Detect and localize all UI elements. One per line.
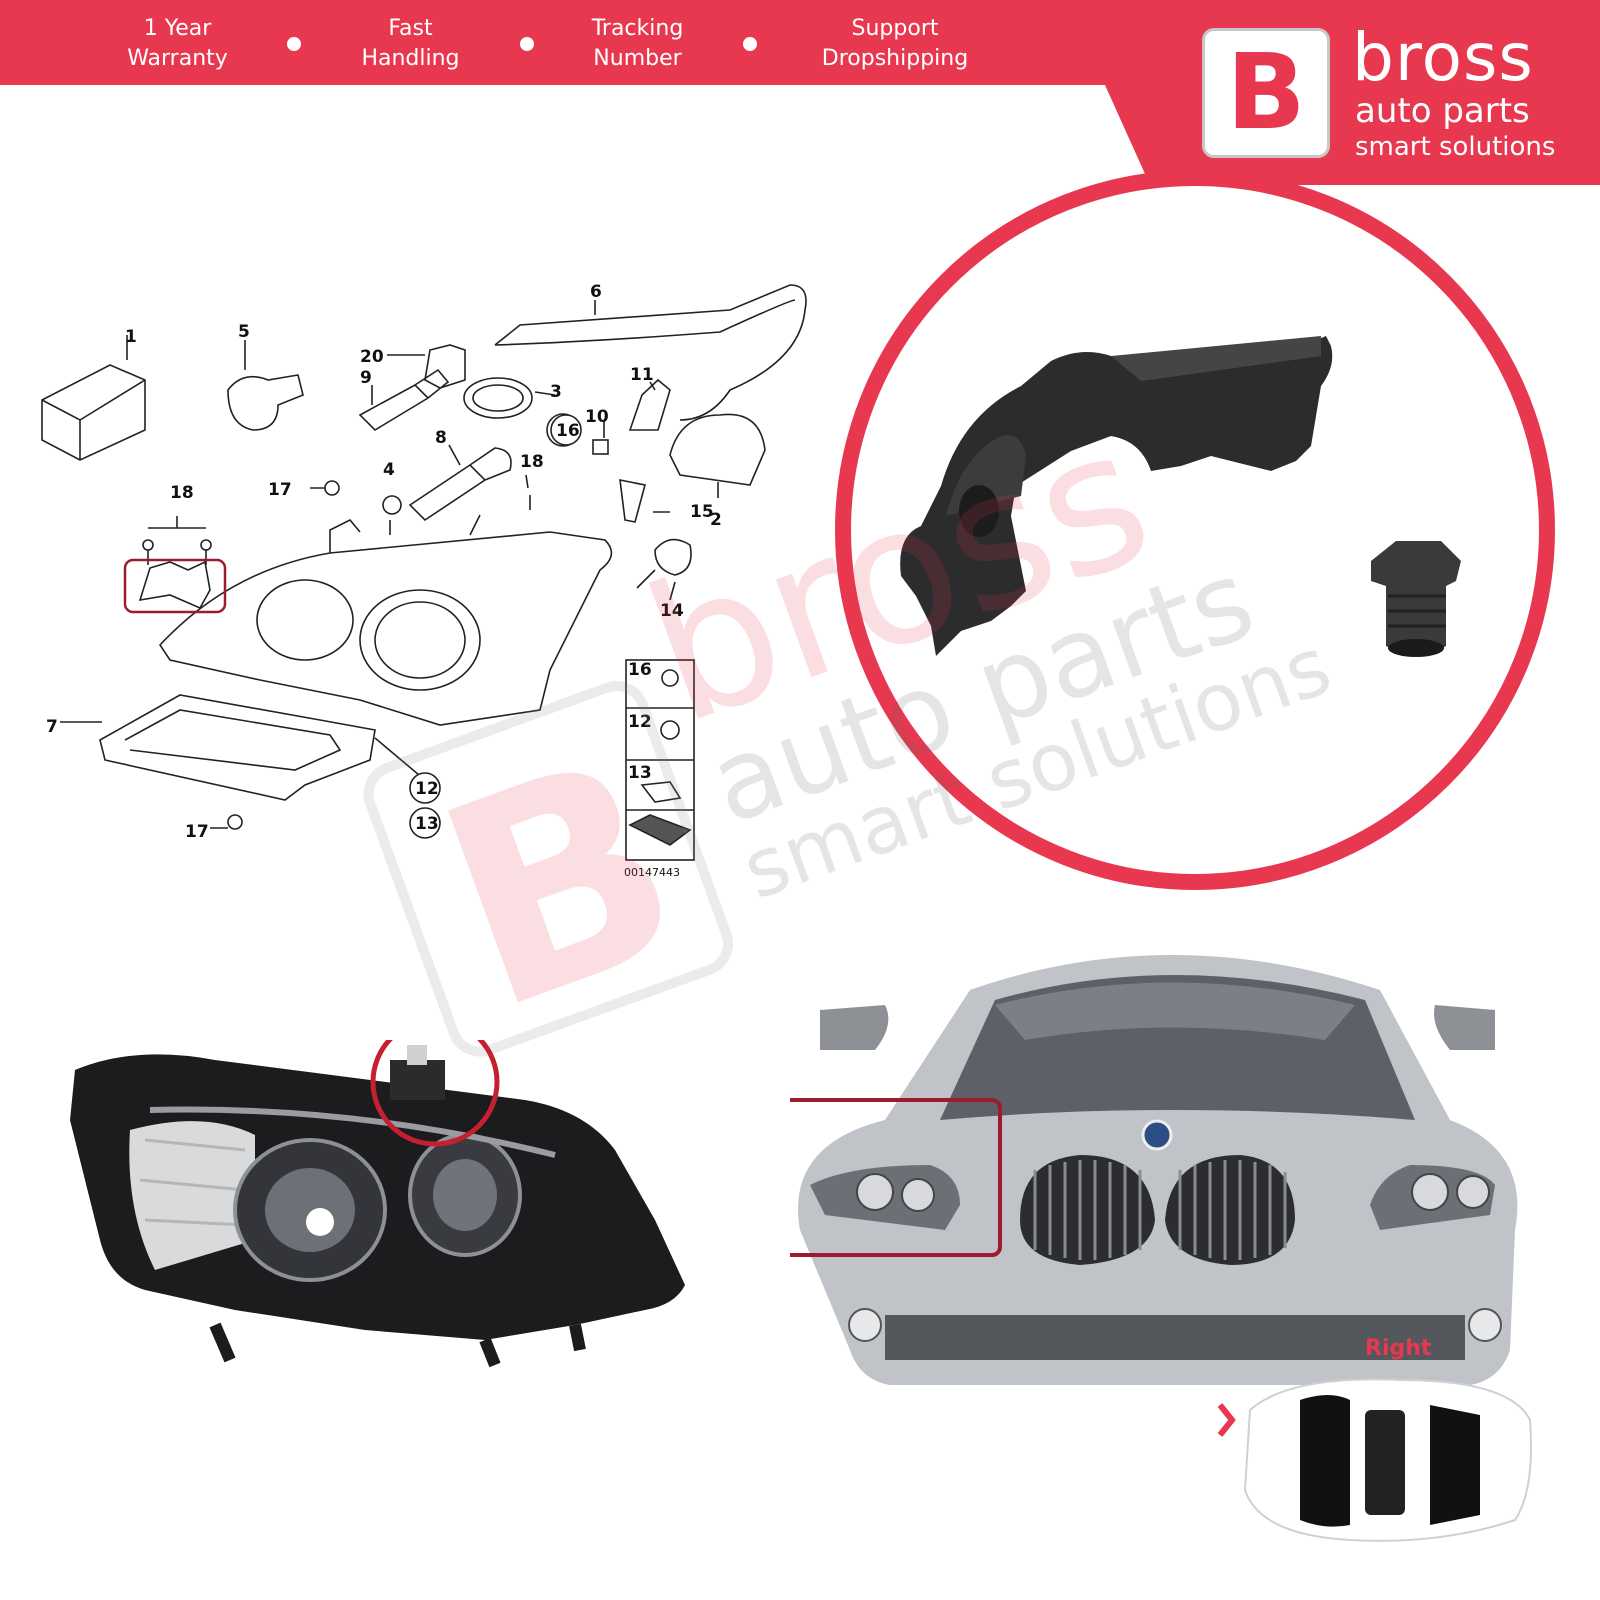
frame-icon (99, 694, 376, 801)
bulb-holder-icon (628, 378, 671, 431)
feature-dropshipping-line2: Dropshipping (821, 46, 969, 71)
part-number-18: 18 (170, 483, 194, 503)
part-number-6: 6 (590, 282, 602, 302)
side-label-right: Right (1365, 1336, 1432, 1361)
cap-icon (669, 413, 766, 486)
part-number-17: 17 (185, 822, 209, 842)
headlamp-housing-icon (158, 531, 613, 726)
part-number-12: 12 (415, 779, 439, 799)
adjuster-icon (636, 538, 692, 589)
feature-tracking-line1: Tracking (591, 16, 684, 41)
part-number-18: 18 (520, 452, 544, 472)
seal-strip-icon (494, 284, 807, 421)
product-highlight-circle (835, 170, 1555, 890)
feature-handling-line1: Fast (388, 16, 433, 41)
brand-name: bross (1352, 19, 1534, 96)
feature-separator (520, 37, 534, 51)
part-number-9: 9 (360, 368, 372, 388)
part-number-15: 15 (690, 502, 714, 522)
feature-separator (743, 37, 757, 51)
part-box-icon (41, 364, 146, 461)
car-top-view-icon (1243, 1378, 1532, 1542)
part-number-7: 7 (46, 717, 58, 737)
part-18-highlight (123, 558, 227, 614)
feature-warranty: 1 Year Warranty (110, 14, 245, 74)
part-number-20: 20 (360, 347, 384, 367)
bracket-icon (619, 478, 646, 523)
feature-separator (287, 37, 301, 51)
headlight-highlight (790, 1098, 1002, 1257)
feature-dropshipping: Support Dropshipping (805, 14, 985, 74)
bulb-socket-icon (227, 374, 304, 431)
mount-point-highlight (370, 1040, 500, 1147)
grommet-nut-icon (1371, 541, 1461, 655)
feature-warranty-line1: 1 Year (143, 16, 212, 41)
top-banner (0, 0, 1600, 185)
parts-diagram: 123456789101112131415161717181820161213 … (41, 282, 807, 879)
feature-tracking: Tracking Number (570, 14, 705, 74)
part-number-5: 5 (238, 322, 250, 342)
small-bulb-icon (592, 439, 609, 455)
legend-number-16: 16 (628, 660, 652, 680)
part-number-14: 14 (660, 601, 684, 621)
ring-icon (463, 377, 533, 419)
brand-logo-letter: B (1226, 31, 1306, 153)
part-number-4: 4 (383, 460, 395, 480)
legend-number-13: 13 (628, 763, 652, 783)
right-side-arrow-icon (1217, 1403, 1236, 1437)
headlamp-bracket-icon (900, 336, 1333, 656)
xenon-bulb-icon (408, 447, 512, 522)
clip-icon (424, 344, 466, 389)
car-photo: Right (790, 955, 1532, 1542)
part-number-17: 17 (268, 480, 292, 500)
part-number-3: 3 (550, 382, 562, 402)
brand-subtitle: auto parts (1355, 91, 1530, 131)
part-number-2: 2 (710, 510, 722, 530)
part-number-1: 1 (125, 327, 137, 347)
product-image (900, 336, 1461, 657)
nut-icon (382, 495, 402, 515)
part-number-10: 10 (585, 407, 609, 427)
legend-number-12: 12 (628, 712, 652, 732)
part-number-11: 11 (630, 365, 654, 385)
diagram-reference-code: 00147443 (624, 866, 680, 879)
feature-warranty-line2: Warranty (127, 46, 228, 71)
screw-icon (324, 480, 340, 496)
part-number-8: 8 (435, 428, 447, 448)
bracket-18-icon (138, 560, 211, 610)
feature-handling: Fast Handling (343, 14, 478, 74)
bulb-icon (358, 368, 450, 432)
brand-logo-icon: B (1202, 28, 1330, 158)
feature-dropshipping-line1: Support (851, 16, 939, 41)
headlamp-photo (70, 1040, 685, 1368)
brand-tagline: smart solutions (1355, 132, 1556, 162)
feature-handling-line2: Handling (361, 46, 460, 71)
part-number-16: 16 (556, 421, 580, 441)
feature-tracking-line2: Number (593, 46, 682, 71)
part-number-13: 13 (415, 814, 439, 834)
